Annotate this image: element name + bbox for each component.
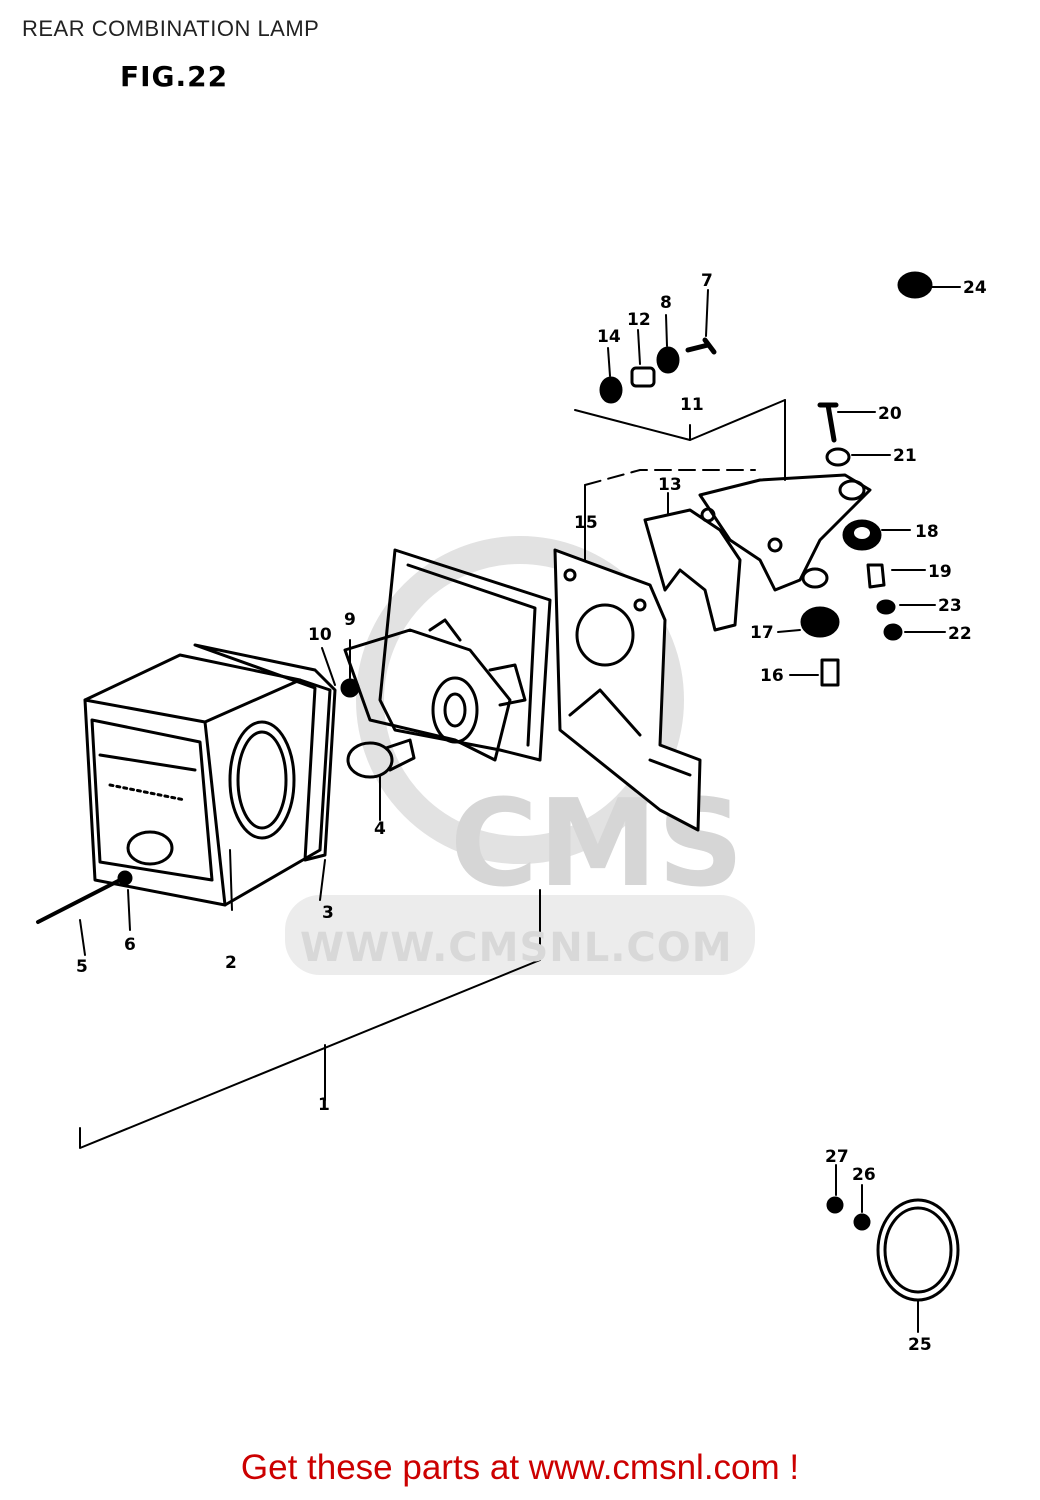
callout-13: 13 <box>658 475 682 495</box>
socket-assembly <box>340 618 527 762</box>
callout-19: 19 <box>928 562 952 582</box>
callout-24: 24 <box>963 278 987 298</box>
lamp-gasket <box>193 643 337 862</box>
callout-3: 3 <box>322 903 334 923</box>
bracket-plate <box>553 548 702 832</box>
callout-18: 18 <box>915 522 939 542</box>
rear-screw <box>36 870 133 924</box>
callout-21: 21 <box>893 446 917 466</box>
fasteners-right <box>800 271 933 687</box>
callout-22: 22 <box>948 624 972 644</box>
reflector <box>826 1196 960 1302</box>
callout-7: 7 <box>701 271 713 291</box>
callout-12: 12 <box>627 310 651 330</box>
callout-2: 2 <box>225 953 237 973</box>
page-title: REAR COMBINATION LAMP <box>22 16 320 41</box>
callout-25: 25 <box>908 1335 932 1355</box>
callout-8: 8 <box>660 293 672 313</box>
watermark-url: WWW.CMSNL.COM <box>300 925 733 971</box>
callout-17: 17 <box>750 623 774 643</box>
footer-shop-link[interactable]: Get these parts at www.cmsnl.com ! <box>240 1448 800 1487</box>
fasteners-top <box>599 337 717 404</box>
frame-gasket <box>378 548 552 762</box>
callout-27: 27 <box>825 1147 849 1167</box>
callout-11: 11 <box>680 395 704 415</box>
callout-6: 6 <box>124 935 136 955</box>
callout-4: 4 <box>374 819 386 839</box>
bulb <box>346 738 416 779</box>
callout-9: 9 <box>344 610 356 630</box>
callout-26: 26 <box>852 1165 876 1185</box>
callout-1: 1 <box>318 1095 330 1115</box>
exploded-parts-diagram: CMS <box>36 271 987 1355</box>
callout-10: 10 <box>308 625 332 645</box>
callout-5: 5 <box>76 957 88 977</box>
callout-14: 14 <box>597 327 621 347</box>
callout-16: 16 <box>760 666 784 686</box>
figure-label: FIG.22 <box>120 60 229 93</box>
callout-15: 15 <box>574 513 598 533</box>
upper-bracket <box>643 473 872 632</box>
lamp-housing <box>83 653 332 907</box>
callout-23: 23 <box>938 596 962 616</box>
callout-20: 20 <box>878 404 902 424</box>
leader-lines <box>79 286 961 1333</box>
